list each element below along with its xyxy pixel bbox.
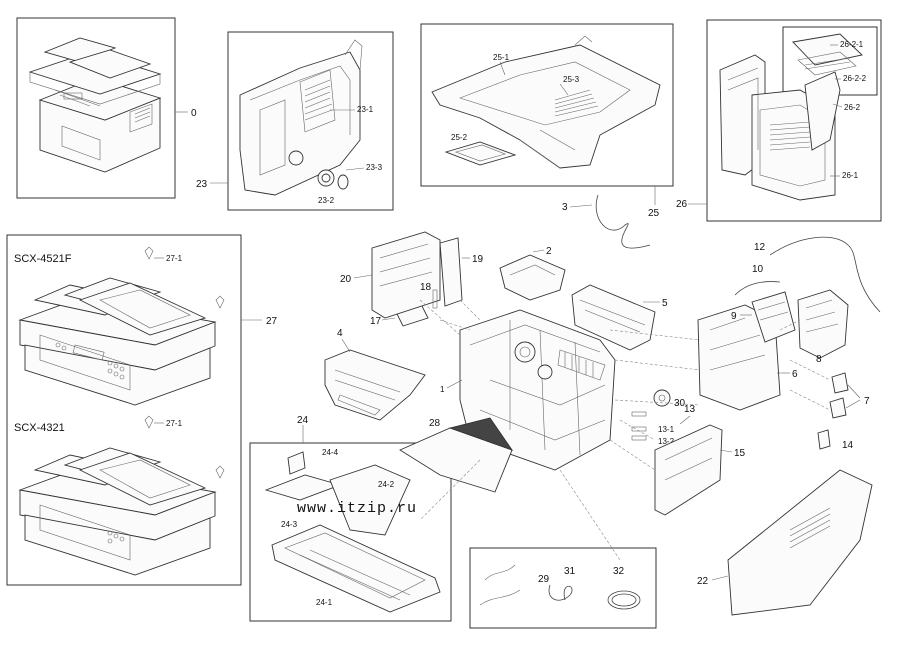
label-25-3: 25-3 <box>563 75 580 84</box>
panel-complete-unit <box>16 17 176 199</box>
scanner-4321-drawing <box>18 415 225 576</box>
label-13: 13 <box>684 404 696 415</box>
label-27-1b: 27-1 <box>166 419 183 428</box>
label-9: 9 <box>731 311 737 322</box>
cable-10-drawing <box>734 281 781 296</box>
label-0: 0 <box>191 108 197 119</box>
label-27-1a: 27-1 <box>166 254 183 263</box>
side-frame-6-drawing <box>697 304 781 411</box>
brackets-7-drawing <box>829 372 849 419</box>
assembly-23-drawing <box>239 39 363 196</box>
label-27: 27 <box>266 316 278 327</box>
label-23-1: 23-1 <box>357 105 374 114</box>
assembly-25-drawing <box>431 35 661 169</box>
label-22: 22 <box>697 576 709 587</box>
gear-30-drawing <box>653 389 671 407</box>
label-23-3: 23-3 <box>366 163 383 172</box>
label-23-2: 23-2 <box>318 196 335 205</box>
label-29: 29 <box>538 574 550 585</box>
label-24-2: 24-2 <box>378 480 395 489</box>
parts-17-20-drawing <box>371 231 463 327</box>
label-13-2: 13-2 <box>658 437 675 446</box>
label-18: 18 <box>420 282 432 293</box>
label-26-2-1: 26-2-1 <box>840 40 864 49</box>
panel-scanner-unit-27 <box>6 234 242 586</box>
board-9-drawing <box>751 291 796 343</box>
part-14-drawing <box>817 429 831 450</box>
model-name-scx-4321: SCX-4321 <box>14 422 65 434</box>
label-24-3: 24-3 <box>281 520 298 529</box>
watermark-text: www.itzip.ru <box>297 500 417 517</box>
label-19: 19 <box>472 254 484 265</box>
label-28: 28 <box>429 418 441 429</box>
label-5: 5 <box>662 298 668 309</box>
label-25-1: 25-1 <box>493 53 510 62</box>
label-26-2-2: 26-2-2 <box>843 74 867 83</box>
label-26-2: 26-2 <box>844 103 861 112</box>
label-24-1: 24-1 <box>316 598 333 607</box>
assembly-26-drawing <box>719 33 863 201</box>
panel-accessories <box>469 547 657 629</box>
label-31: 31 <box>564 566 576 577</box>
label-10: 10 <box>752 264 764 275</box>
label-32: 32 <box>613 566 625 577</box>
cassette-28-drawing <box>399 417 514 493</box>
label-25-2: 25-2 <box>451 133 468 142</box>
toner-cartridge-4-drawing <box>324 349 426 421</box>
cable-3-drawing <box>595 194 651 249</box>
label-20: 20 <box>340 274 352 285</box>
label-3: 3 <box>562 202 568 213</box>
label-6: 6 <box>792 369 798 380</box>
complete-printer-drawing <box>28 37 162 173</box>
accessories-drawing <box>479 564 641 610</box>
label-14: 14 <box>842 440 854 451</box>
label-2: 2 <box>546 246 552 257</box>
tray-24-drawing <box>264 451 441 613</box>
label-15: 15 <box>734 448 746 459</box>
panel-assembly-26 <box>706 19 882 222</box>
label-17: 17 <box>370 316 382 327</box>
assembly-guide-lines <box>419 299 831 561</box>
panel-assembly-25 <box>420 23 674 187</box>
label-30: 30 <box>674 398 686 409</box>
label-24: 24 <box>297 415 309 426</box>
label-13-1: 13-1 <box>658 425 675 434</box>
label-4: 4 <box>337 328 343 339</box>
label-25: 25 <box>648 208 660 219</box>
label-8: 8 <box>816 354 822 365</box>
label-7: 7 <box>864 396 870 407</box>
panel-tray-24 <box>249 442 452 622</box>
label-23: 23 <box>196 179 208 190</box>
model-name-scx-4521f: SCX-4521F <box>14 253 72 265</box>
label-12: 12 <box>754 242 766 253</box>
smps-8-drawing <box>797 289 849 359</box>
label-26: 26 <box>676 199 688 210</box>
panel-assembly-23 <box>227 31 394 211</box>
side-cover-22-drawing <box>727 469 873 616</box>
cable-12-drawing <box>769 236 881 313</box>
scanner-4521f-drawing <box>18 246 225 406</box>
fuser-5-drawing <box>571 284 656 351</box>
label-26-1: 26-1 <box>842 171 859 180</box>
springs-13-drawing <box>631 411 647 441</box>
label-24-4: 24-4 <box>322 448 339 457</box>
side-panel-15-drawing <box>654 424 723 516</box>
label-1: 1 <box>440 385 445 394</box>
part-2-drawing <box>499 254 566 301</box>
